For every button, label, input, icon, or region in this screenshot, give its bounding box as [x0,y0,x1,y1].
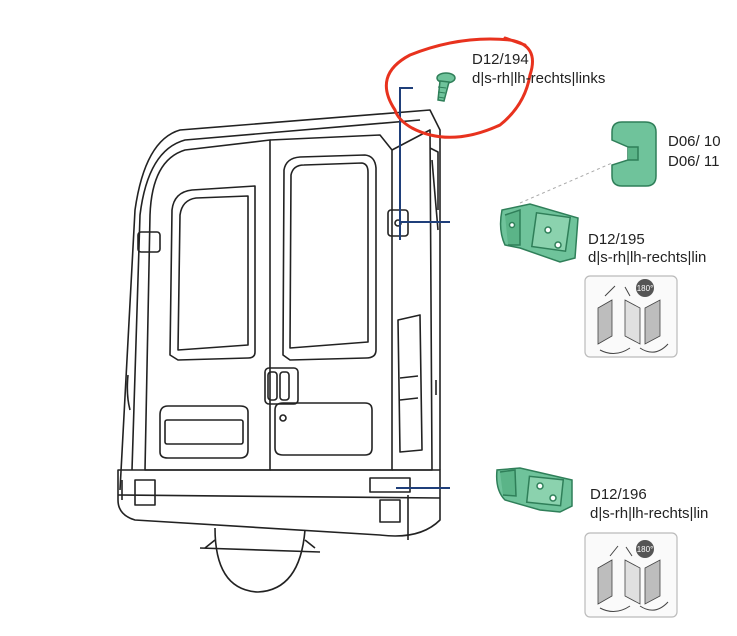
rotation-box-lower [584,532,678,618]
clip-icon [611,121,657,187]
van-rear-drawing [117,109,441,593]
part-code-d06-11: D06/ 11 [668,153,720,170]
part-code-d12-194: D12/194 [472,51,529,68]
part-side-d12-196: d|s-rh|lh-rechts|lin [590,505,709,522]
highlight-circle [384,36,534,139]
rotation-label-lower: 180° [637,545,654,554]
rotation-label-upper: 180° [637,284,654,293]
part-code-d06-10: D06/ 10 [668,133,721,150]
part-code-d12-196: D12/196 [590,486,647,503]
screw-icon [436,72,456,102]
leader-lines [396,87,450,489]
dashed-leader [519,162,613,204]
upper-hinge-icon [499,203,579,263]
part-side-d12-194: d|s-rh|lh-rechts|links [472,70,606,87]
part-side-d12-195: d|s-rh|lh-rechts|lin [588,249,707,266]
part-code-d12-195: D12/195 [588,231,645,248]
rotation-box-upper [584,275,678,358]
lower-hinge-icon [495,467,573,513]
